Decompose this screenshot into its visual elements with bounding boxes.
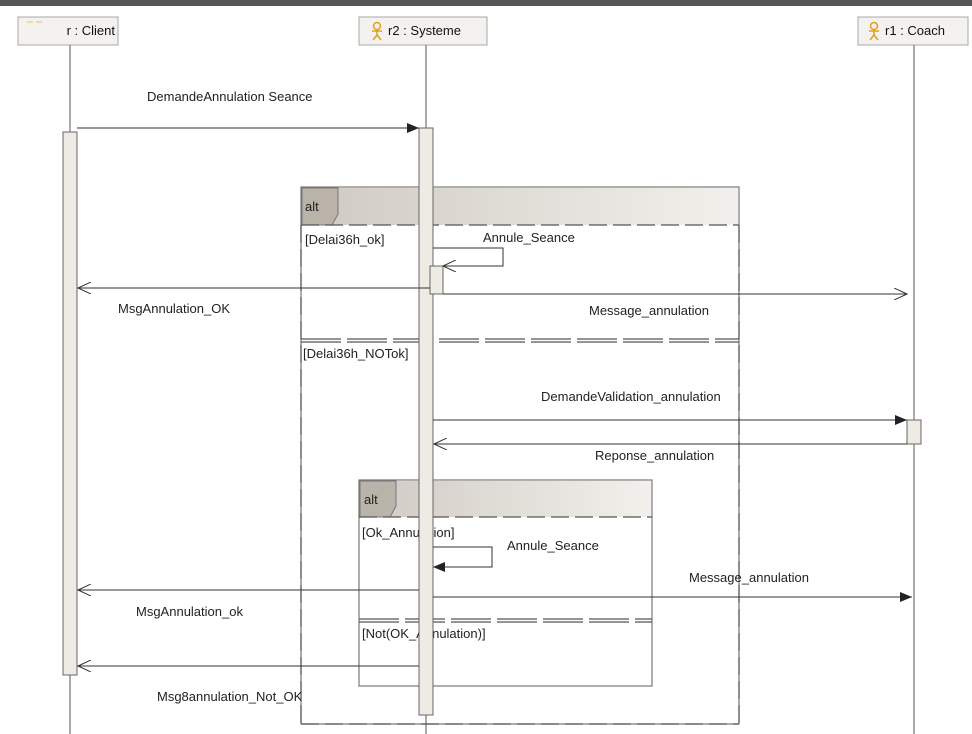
message-demandevalidation-annulation[interactable]: DemandeValidation_annulation (433, 389, 907, 425)
message-label: MsgAnnulation_ok (136, 604, 243, 619)
message-reponse-annulation[interactable]: Reponse_annulation (434, 444, 907, 463)
activation-systeme-nested (429, 265, 444, 295)
guard-ok-annulation: [Ok_Annulation] (362, 525, 455, 540)
message-label: Message_annulation (589, 303, 709, 318)
alt-fragment-outer[interactable]: alt [Delai36h_ok] [Delai36h_NOTok] (300, 186, 740, 725)
fragment-operator: alt (305, 199, 319, 214)
message-msg8annulation-not-ok[interactable]: Msg8annulation_Not_OK (78, 666, 419, 704)
message-label: Reponse_annulation (595, 448, 714, 463)
message-annule-seance-self-2[interactable]: Annule_Seance (433, 538, 599, 572)
message-label: Annule_Seance (483, 230, 575, 245)
guard-delai36h-notok: [Delai36h_NOTok] (303, 346, 409, 361)
operand-separator (359, 618, 652, 623)
message-label: Annule_Seance (507, 538, 599, 553)
fragment-operator: alt (364, 492, 378, 507)
guard-delai36h-ok: [Delai36h_ok] (305, 232, 385, 247)
alt-fragment-inner[interactable]: alt [Ok_Annulation] [Not(OK_Annulation)] (358, 479, 653, 687)
lifeline-label-systeme: r2 : Systeme (388, 23, 461, 38)
lifeline-label-client: r : Client (67, 23, 116, 38)
lifeline-label-coach: r1 : Coach (885, 23, 945, 38)
message-msgannulation-ok[interactable]: MsgAnnulation_OK (78, 288, 430, 316)
message-label: Msg8annulation_Not_OK (157, 689, 303, 704)
message-label: MsgAnnulation_OK (118, 301, 230, 316)
message-label: Message_annulation (689, 570, 809, 585)
window-top-border (0, 0, 972, 6)
message-label: DemandeAnnulation Seance (147, 89, 313, 104)
message-msgannulation-ok-2[interactable]: MsgAnnulation_ok (78, 590, 419, 619)
message-annule-seance-self[interactable]: Annule_Seance (433, 230, 575, 266)
lifeline-header-coach[interactable]: r1 : Coach (857, 16, 969, 46)
activation-systeme (418, 127, 434, 716)
activation-client (62, 131, 78, 676)
message-demande-annulation-seance[interactable]: DemandeAnnulation Seance (77, 89, 419, 133)
lifeline-header-systeme[interactable]: r2 : Systeme (358, 16, 488, 46)
lifeline-header-client[interactable]: r : Client (17, 16, 119, 46)
message-label: DemandeValidation_annulation (541, 389, 721, 404)
message-message-annulation-1[interactable]: Message_annulation (443, 294, 907, 318)
activation-coach (906, 419, 922, 445)
message-message-annulation-2[interactable]: Message_annulation (433, 570, 912, 602)
operand-separator (301, 338, 739, 343)
